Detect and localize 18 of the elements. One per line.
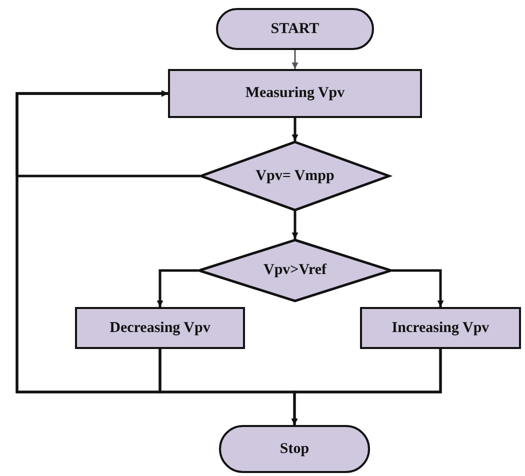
node-label: Increasing Vpv [392, 320, 490, 336]
arrow [292, 211, 298, 239]
start-terminal [216, 8, 374, 50]
node-label: Vpv>Vref [264, 262, 326, 279]
node-label: Decreasing Vpv [110, 320, 210, 336]
arrow [292, 118, 298, 141]
process-box [360, 307, 521, 349]
node-label: Vpv= Vmpp [256, 168, 334, 184]
process-box [168, 69, 422, 118]
arrow [156, 269, 198, 307]
node-label: Stop [280, 440, 310, 458]
node-label: START [270, 20, 320, 38]
process-box [75, 307, 245, 349]
arrow [291, 349, 442, 425]
stop-terminal [219, 425, 370, 473]
arrow [392, 269, 444, 307]
arrow [292, 50, 298, 69]
node-label: Measuring Vpv [245, 85, 345, 102]
